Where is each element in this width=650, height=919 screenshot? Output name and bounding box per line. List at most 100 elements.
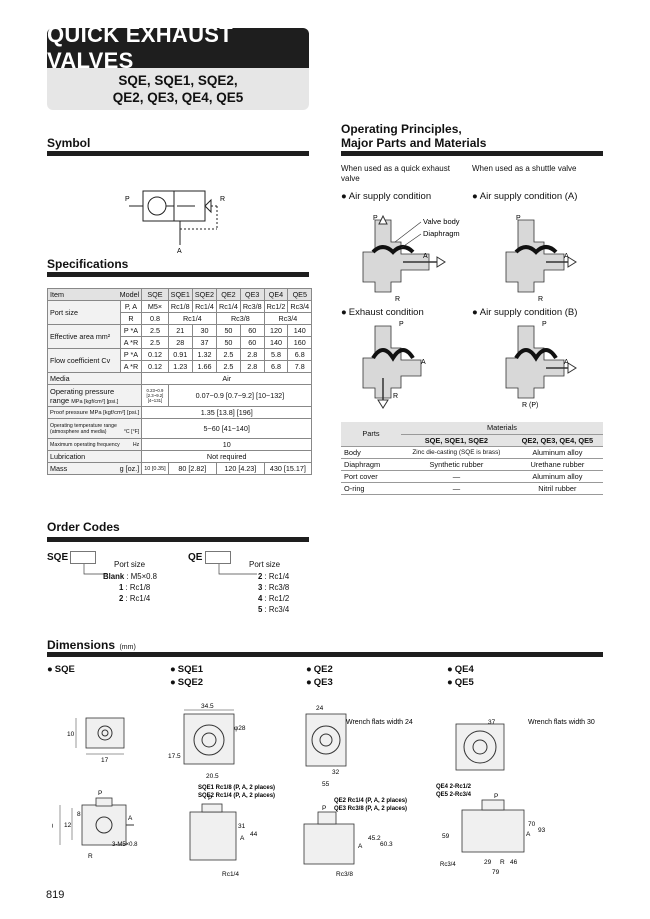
label-r: R [395,296,400,303]
table-row: Body Zinc die-casting (SQE is brass) Alu… [341,446,603,459]
label-r: R [538,296,543,303]
page-number: 819 [46,889,65,901]
table-cell: 0.23~0.9 [2.3~9.2] [4~131] [141,384,169,407]
table-cell: 430 [15.17] [263,462,313,475]
operating-rule [341,151,603,156]
table-header-model: SQE1 [167,288,193,301]
svg-text:17.5: 17.5 [168,753,181,760]
svg-text:24: 24 [316,705,324,712]
svg-text:SQE1 Rc1/8 (P, A, 2 places): SQE1 Rc1/8 (P, A, 2 places) [198,785,275,791]
valve-diagram-air-supply: P A R Valve body Diaphragm [362,214,460,303]
model-list-line1: SQE, SQE1, SQE2, [118,73,238,88]
order-codes-heading: Order Codes [47,520,120,534]
table-cell: Proof pressure MPa [kgf/cm²] [psi.] [46,406,143,419]
qe2-dimension-drawing: 24 Wrench flats width 24 32 55 QE2 Rc1/4… [303,705,413,878]
table-row: Parts Materials [341,422,603,447]
table-cell: 1.23 [167,360,193,373]
table-cell: 1.32 [191,348,218,361]
table-cell: P *A [119,348,143,361]
svg-text:QE4 2-Rc1/2: QE4 2-Rc1/2 [436,784,472,790]
table-cell: 2.5 [141,324,169,337]
svg-text:P: P [322,805,326,812]
label-valve-body: Valve body [423,217,460,226]
shuttle-diagram-a: P A R [505,215,577,303]
table-cell: Rc1/4 [167,312,218,325]
table-cell: — [401,482,512,495]
table-row: Operating pressure range MPa [kgf/cm²] [… [46,384,313,407]
dim-qe4-label: QE4 [447,664,474,675]
label-p: P [399,321,404,328]
table-cell: — [401,470,512,483]
table-cell: Diaphragm [341,458,401,471]
table-cell: 7.8 [287,360,313,373]
table-row: Port size P, A M5× Rc1/8 Rc1/4 Rc1/4 Rc3… [47,300,313,325]
materials-table: Parts Materials SQE, SQE1, SQE2 QE2, QE3… [341,422,603,495]
dim-qe2-label: QE2 [306,664,333,675]
table-cell: 30 [191,324,218,337]
qe-port-size-label: Port size [249,560,281,569]
list-item: 2 : Rc1/4 [119,594,151,603]
list-item: 3 : Rc3/8 [258,583,290,592]
symbol-label-a: A [177,248,182,255]
svg-text:44: 44 [250,831,258,838]
table-cell: Nitril rubber [511,482,603,495]
qe4-dimension-drawing: 37 Wrench flats width 30 QE4 2-Rc1/2 QE5… [436,719,595,876]
table-cell: 2.5 [216,348,241,361]
specifications-rule [47,272,309,277]
dim-sqe2-label: SQE2 [170,677,203,688]
table-cell: 140 [263,336,289,349]
table-header-col1: SQE, SQE1, SQE2 [401,434,512,447]
table-cell: P, A [119,300,143,313]
table-cell: Rc3/4 [263,312,313,325]
table-cell: Operating pressure range MPa [kgf/cm²] [… [46,384,143,407]
table-cell: Synthetic rubber [401,458,512,471]
table-cell: 0.07~0.9 [0.7~9.2] [10~132] [167,384,313,407]
page-title: QUICK EXHAUST VALVES [47,22,309,73]
valve-symbol-diagram: P R A [125,190,225,255]
table-cell: Rc1/2 [263,300,289,313]
symbol-rule [47,151,309,156]
svg-text:SQE2 Rc1/4 (P, A, 2 places): SQE2 Rc1/4 (P, A, 2 places) [198,793,275,799]
label-diaphragm: Diaphragm [423,229,460,238]
svg-text:Wrench flats width 24: Wrench flats width 24 [346,719,413,726]
svg-text:12: 12 [64,822,72,829]
table-cell: 160 [287,336,313,349]
specifications-table: Item Model SQE SQE1 SQE2 QE2 QE3 QE4 QE5… [46,288,313,475]
table-cell: Urethane rubber [511,458,603,471]
table-cell: 0.8 [141,312,169,325]
table-cell: Maximum operating frequency Hz [46,438,143,451]
label-a: A [564,359,569,366]
svg-text:60.3: 60.3 [380,841,393,848]
table-cell: 10 [0.35] [141,462,169,475]
svg-text:QE5 2-Rc3/4: QE5 2-Rc3/4 [436,792,472,798]
table-cell: 2.5 [216,360,241,373]
table-header-item: Item Model [46,288,143,301]
table-cell: Port cover [341,470,401,483]
table-cell: 80 [2.82] [167,462,218,475]
label-a: A [564,253,569,260]
svg-text:17: 17 [101,757,109,764]
cond-air-supply: Air supply condition [341,191,431,202]
model-list-line2: QE2, QE3, QE4, QE5 [112,90,244,105]
table-cell: Air [141,372,313,385]
cond-air-supply-a: Air supply condition (A) [472,191,578,202]
table-header-col2: QE2, QE3, QE4, QE5 [511,434,603,447]
table-row: Flow coefficient Cv P *A 0.12 0.91 1.32 … [47,348,313,373]
table-cell: 1.35 [13.8] [196] [141,406,313,419]
svg-text:32: 32 [332,769,340,776]
svg-text:70: 70 [528,821,536,828]
dim-qe5-label: QE5 [447,677,474,688]
svg-text:R: R [88,853,93,860]
qe-leader-line [218,564,257,575]
table-header-model: QE4 [263,288,289,301]
table-cell: 50 [216,336,241,349]
model-list: SQE, SQE1, SQE2, QE2, QE3, QE4, QE5 [47,68,309,110]
table-cell: Rc1/8 [167,300,193,313]
table-cell: 50 [216,324,241,337]
table-row: Media Air [46,372,313,385]
table-cell: 60 [239,336,265,349]
svg-text:A: A [240,835,245,842]
table-row: Maximum operating frequency Hz 10 [46,438,313,451]
table-cell: Aluminum alloy [511,446,603,459]
svg-text:Rc3/8: Rc3/8 [336,871,353,878]
